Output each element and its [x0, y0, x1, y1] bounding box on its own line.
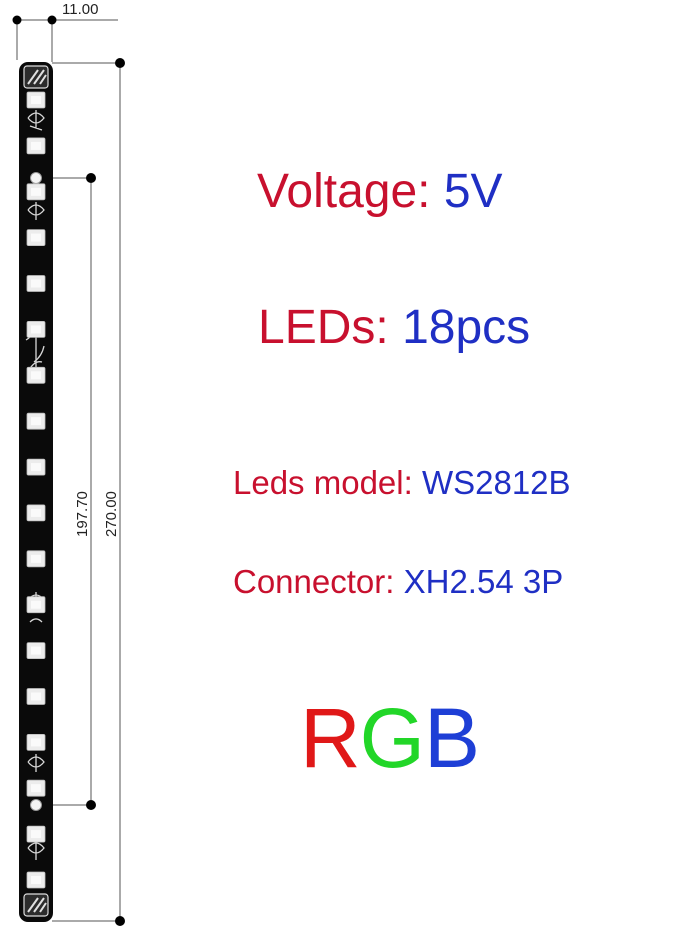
led-lens: [31, 830, 41, 839]
total-dot-top: [115, 58, 125, 68]
total-dot-bottom: [115, 916, 125, 926]
connector-value: XH2.54 3P: [403, 563, 564, 600]
inner-dot-top: [86, 173, 96, 183]
connector-spec: Connector: XH2.54 3P: [233, 563, 563, 601]
led-lens: [31, 141, 41, 150]
voltage-key: Voltage:: [257, 165, 431, 218]
led-lens: [31, 646, 41, 655]
led-model-key: Leds model:: [233, 464, 413, 501]
rgb-letter-g: G: [359, 691, 425, 785]
mounting-hole-top: [30, 172, 42, 184]
led-lens: [31, 554, 41, 563]
led-lens: [31, 187, 41, 196]
led-lens: [31, 279, 41, 288]
voltage-value: 5V: [443, 165, 503, 218]
rgb-logo: RGB: [300, 690, 480, 787]
led-strip-pcb: [19, 62, 53, 922]
led-lens: [31, 738, 41, 747]
leds-value: 18pcs: [402, 301, 531, 354]
voltage-spec: Voltage: 5V: [257, 164, 503, 219]
led-chips: [26, 91, 46, 889]
width-dot-left: [12, 15, 22, 25]
led-model-value: WS2812B: [421, 464, 571, 501]
width-dot-right: [47, 15, 57, 25]
led-lens: [31, 784, 41, 793]
led-lens: [31, 876, 41, 884]
width-label: 11.00: [62, 1, 98, 18]
led-lens: [31, 233, 41, 242]
connector-key: Connector:: [233, 563, 395, 600]
total-length-dimension: 270.00: [52, 58, 125, 926]
top-connector-pad: [23, 65, 49, 89]
inner-dot-bottom: [86, 800, 96, 810]
rgb-letter-b: B: [424, 691, 480, 785]
led-lens: [31, 692, 41, 701]
total-length-label: 270.00: [103, 491, 120, 537]
leds-spec: LEDs: 18pcs: [258, 300, 530, 355]
led-lens: [31, 96, 41, 104]
leds-key: LEDs:: [258, 301, 389, 354]
led-model-spec: Leds model: WS2812B: [233, 464, 571, 502]
inner-length-dimension: 197.70: [38, 173, 96, 810]
led-lens: [31, 600, 41, 609]
bottom-connector-pad: [23, 893, 49, 917]
led-lens: [31, 325, 41, 334]
width-dimension: 11.00: [12, 1, 118, 62]
inner-length-label: 197.70: [74, 491, 91, 537]
rgb-letter-r: R: [300, 691, 361, 785]
mounting-hole-bottom: [30, 799, 42, 811]
led-lens: [31, 417, 41, 426]
led-lens: [31, 463, 41, 472]
led-lens: [31, 508, 41, 517]
led-lens: [31, 371, 41, 380]
